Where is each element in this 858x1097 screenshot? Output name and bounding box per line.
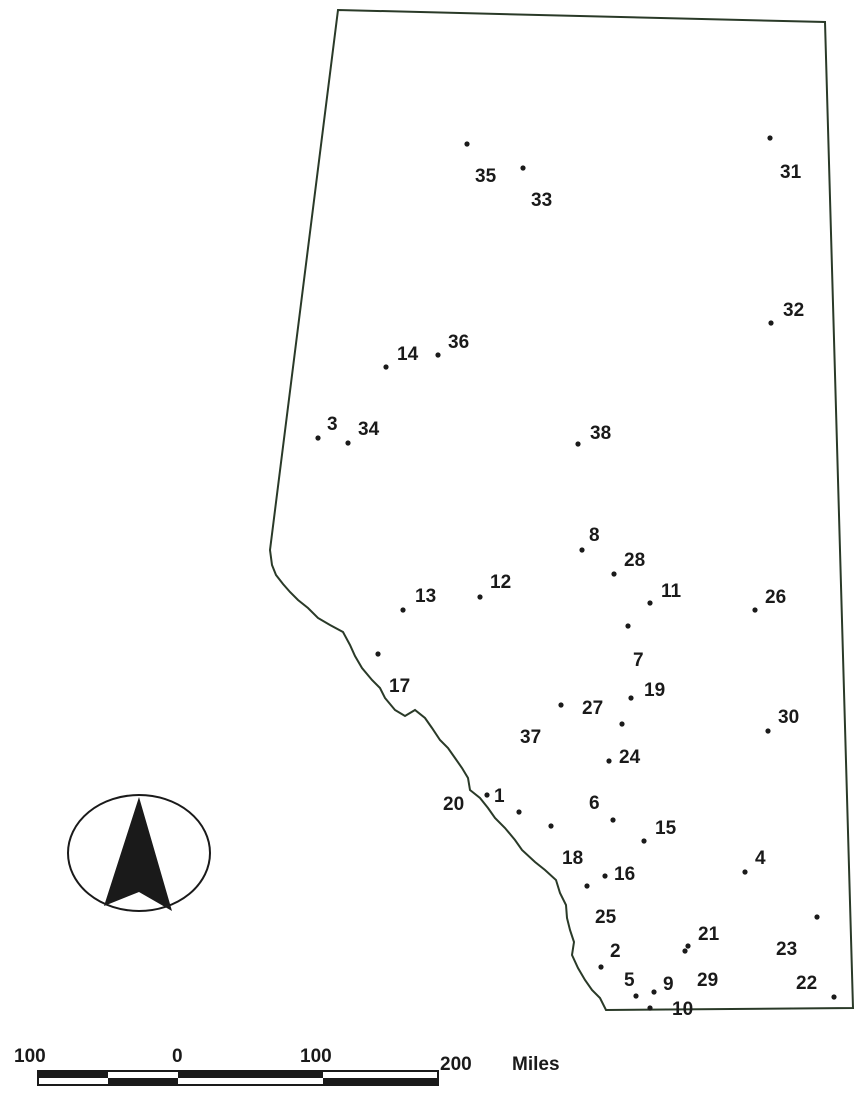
site-dot-2 xyxy=(598,964,604,970)
site-dot-25 xyxy=(584,883,590,889)
site-dot-9 xyxy=(651,989,657,995)
site-dot-21 xyxy=(682,948,688,954)
site-label-33: 33 xyxy=(531,190,552,211)
site-dot-10 xyxy=(647,1005,653,1011)
site-dot-5 xyxy=(633,993,639,999)
site-dot-8 xyxy=(579,547,585,553)
site-label-17: 17 xyxy=(389,676,410,697)
site-label-18: 18 xyxy=(562,848,583,869)
site-label-34: 34 xyxy=(358,419,380,440)
site-label-11: 11 xyxy=(661,581,682,602)
scale-tick-label: 100 xyxy=(300,1046,332,1067)
site-label-8: 8 xyxy=(589,525,600,546)
site-dot-17 xyxy=(375,651,381,657)
site-dot-18 xyxy=(548,823,554,829)
site-label-4: 4 xyxy=(755,848,766,869)
scale-tick-label: 200 xyxy=(440,1054,472,1075)
site-label-31: 31 xyxy=(780,162,802,183)
site-label-13: 13 xyxy=(415,586,436,607)
site-label-23: 23 xyxy=(776,939,797,960)
site-dot-29 xyxy=(685,943,691,949)
site-dot-33 xyxy=(520,165,526,171)
site-label-35: 35 xyxy=(475,166,497,187)
site-dot-28 xyxy=(611,571,617,577)
scale-segment-1 xyxy=(38,1071,108,1078)
site-dot-7 xyxy=(625,623,631,629)
site-dot-19 xyxy=(628,695,634,701)
site-label-22: 22 xyxy=(796,973,817,994)
site-label-1: 1 xyxy=(494,786,505,807)
site-dot-3 xyxy=(315,435,321,441)
site-label-9: 9 xyxy=(663,974,674,995)
site-label-30: 30 xyxy=(778,707,799,728)
scale-tick-label: 0 xyxy=(172,1046,183,1067)
scale-bar: 100 0 100 200 Miles xyxy=(14,1046,560,1086)
site-label-3: 3 xyxy=(327,414,338,435)
site-label-36: 36 xyxy=(448,332,469,353)
site-dot-36 xyxy=(435,352,441,358)
site-dot-12 xyxy=(477,594,483,600)
scale-segment-3 xyxy=(178,1071,323,1078)
site-dot-11 xyxy=(647,600,653,606)
site-dot-16 xyxy=(602,873,608,879)
scale-segment-2 xyxy=(108,1078,178,1085)
site-dot-4 xyxy=(742,869,748,875)
site-label-7: 7 xyxy=(633,650,644,671)
site-dot-1 xyxy=(516,809,522,815)
site-dot-15 xyxy=(641,838,647,844)
site-label-10: 10 xyxy=(672,999,693,1020)
site-dot-20 xyxy=(484,792,490,798)
scale-segment-4 xyxy=(323,1078,438,1085)
site-label-25: 25 xyxy=(595,907,617,928)
site-dot-14 xyxy=(383,364,389,370)
site-label-12: 12 xyxy=(490,572,511,593)
site-label-19: 19 xyxy=(644,680,665,701)
site-dot-37 xyxy=(558,702,564,708)
site-label-2: 2 xyxy=(610,941,621,962)
province-boundary xyxy=(268,8,855,1012)
north-arrow-icon xyxy=(67,794,211,912)
site-dot-34 xyxy=(345,440,351,446)
site-label-15: 15 xyxy=(655,818,677,839)
site-label-24: 24 xyxy=(619,747,641,768)
site-label-32: 32 xyxy=(783,300,804,321)
site-dot-31 xyxy=(767,135,773,141)
site-label-6: 6 xyxy=(589,793,600,814)
site-dot-38 xyxy=(575,441,581,447)
site-label-5: 5 xyxy=(624,970,635,991)
site-dot-24 xyxy=(606,758,612,764)
site-dot-32 xyxy=(768,320,774,326)
site-label-26: 26 xyxy=(765,587,786,608)
site-dot-6 xyxy=(610,817,616,823)
site-label-37: 37 xyxy=(520,727,541,748)
site-dot-23 xyxy=(814,914,820,920)
site-label-29: 29 xyxy=(697,970,718,991)
site-dots xyxy=(315,135,837,1011)
site-dot-26 xyxy=(752,607,758,613)
site-dot-27 xyxy=(619,721,625,727)
site-label-38: 38 xyxy=(590,423,611,444)
site-label-28: 28 xyxy=(624,550,645,571)
site-dot-13 xyxy=(400,607,406,613)
site-label-20: 20 xyxy=(443,794,464,815)
site-label-14: 14 xyxy=(397,344,419,365)
site-dot-30 xyxy=(765,728,771,734)
site-label-16: 16 xyxy=(614,864,635,885)
site-dot-35 xyxy=(464,141,470,147)
site-label-27: 27 xyxy=(582,698,603,719)
site-label-21: 21 xyxy=(698,924,720,945)
site-dot-22 xyxy=(831,994,837,1000)
site-labels: 1 2 3 4 5 6 7 8 9 10 11 12 13 14 15 16 1… xyxy=(327,162,817,1020)
scale-unit-label: Miles xyxy=(512,1054,560,1075)
scale-tick-label: 100 xyxy=(14,1046,46,1067)
